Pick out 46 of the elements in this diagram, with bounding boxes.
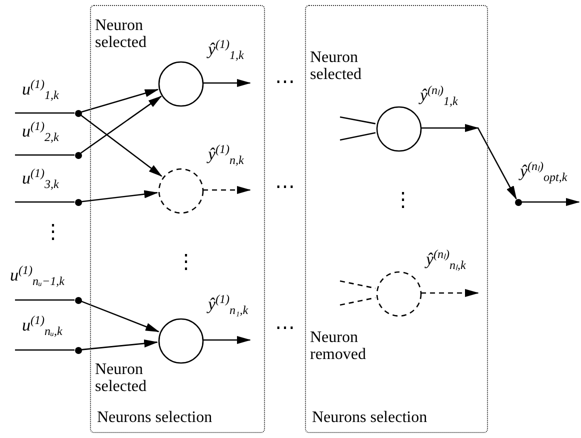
- connector-line: [340, 297, 376, 306]
- ellipsis: ⋯: [275, 72, 295, 93]
- ellipsis: ⋮: [176, 252, 196, 273]
- group-title: Neurons selection: [97, 410, 212, 426]
- arrow: [81, 88, 159, 113]
- note-text: Neuron removed: [310, 330, 367, 364]
- neuron-circle: [158, 318, 204, 364]
- note-text: Neuron selected: [95, 18, 148, 52]
- ellipsis: ⋯: [275, 177, 295, 198]
- connector-line: [15, 299, 74, 301]
- arrow: [80, 96, 162, 154]
- neuron-circle: [158, 61, 204, 107]
- junction-dot: [514, 198, 522, 206]
- junction-dot: [74, 198, 82, 206]
- arrow: [81, 300, 160, 332]
- removed-neuron-circle: [158, 168, 204, 214]
- junction-dot: [74, 152, 82, 158]
- connector-line: [15, 154, 74, 156]
- connector-line: [15, 112, 74, 114]
- connector-line: [15, 201, 74, 203]
- group-frame: [90, 5, 265, 433]
- junction-dot: [74, 110, 82, 116]
- ellipsis: ⋮: [43, 222, 63, 243]
- note-text: Neuron selected: [310, 50, 363, 84]
- ellipsis: ⋮: [393, 190, 413, 211]
- connector-line: [340, 132, 376, 141]
- junction-dot: [74, 346, 82, 354]
- arrow: [203, 79, 251, 87]
- connector-line: [15, 349, 74, 351]
- arrow: [203, 186, 251, 194]
- note-text: Neuron selected: [95, 362, 148, 396]
- arrow: [522, 198, 580, 206]
- connector-line: [340, 280, 376, 289]
- removed-neuron-circle: [376, 271, 422, 317]
- arrow: [80, 114, 162, 177]
- arrow: [203, 336, 251, 344]
- arrow: [421, 124, 517, 200]
- neuron-circle: [376, 106, 422, 152]
- connector-line: [340, 116, 376, 124]
- arrow: [81, 190, 158, 202]
- junction-dot: [74, 296, 82, 304]
- group-frame: [305, 5, 488, 433]
- ellipsis: ⋯: [275, 318, 295, 339]
- arrow: [81, 340, 158, 350]
- arrow: [421, 289, 479, 297]
- group-title: Neurons selection: [312, 410, 428, 426]
